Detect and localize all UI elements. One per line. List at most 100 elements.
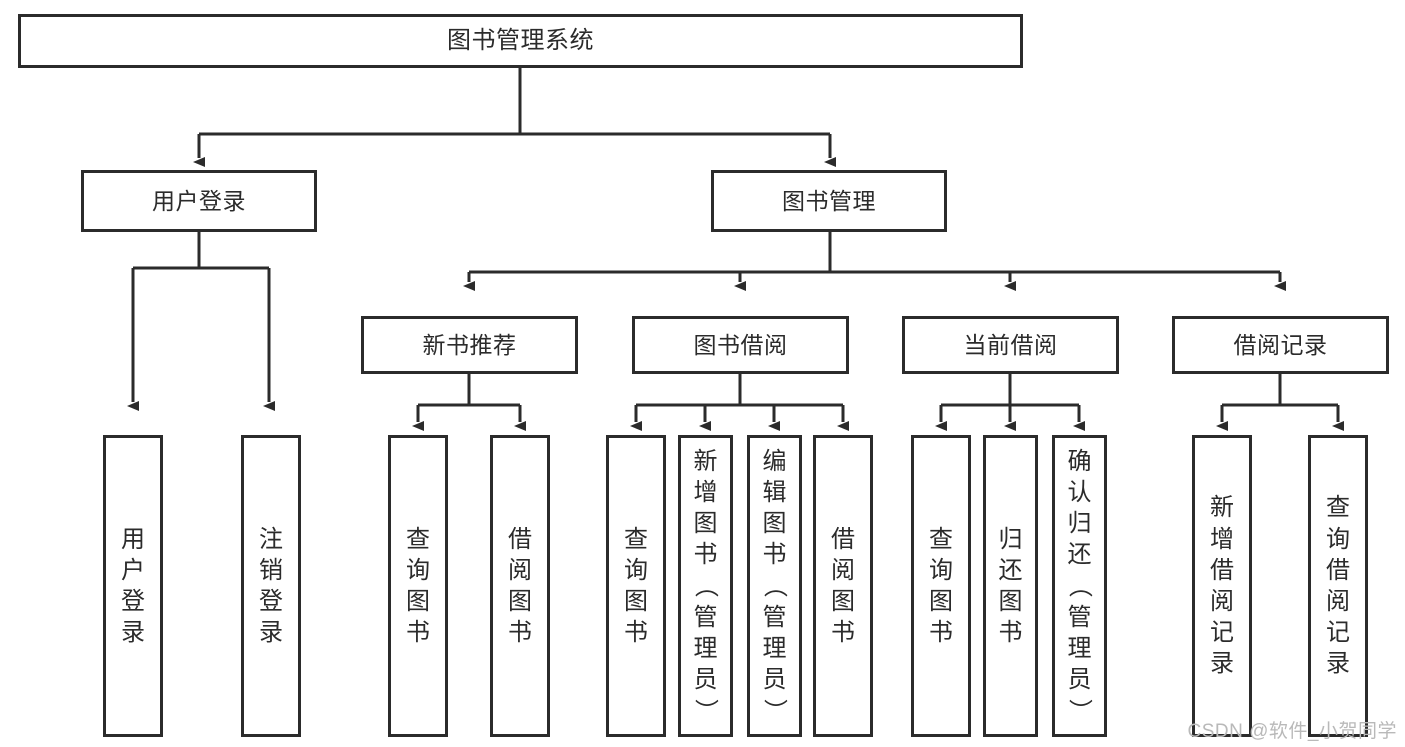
- node-new-book-recommend[interactable]: 新书推荐: [361, 316, 578, 374]
- node-root[interactable]: 图书管理系统: [18, 14, 1023, 68]
- vertical-char: 员: [762, 665, 787, 693]
- vertical-char: 图: [998, 588, 1023, 615]
- node-book-management[interactable]: 图书管理: [711, 170, 947, 232]
- leaf-user-login-label: 用户登录: [106, 524, 160, 649]
- leaf-borrow-book-1[interactable]: 借阅图书: [490, 435, 550, 737]
- vertical-char: 理: [693, 634, 718, 662]
- leaf-confirm-return-admin[interactable]: 确认归还（管理员）: [1052, 435, 1107, 737]
- vertical-char: 阅: [1210, 588, 1234, 615]
- vertical-char: 图: [693, 510, 718, 538]
- vertical-char: 注: [259, 525, 283, 553]
- csdn-watermark: CSDN @软件_小贺同学: [1187, 721, 1397, 742]
- node-user-login[interactable]: 用户登录: [81, 170, 317, 232]
- vertical-char: 登: [121, 588, 145, 615]
- vertical-char: 查: [624, 525, 648, 553]
- leaf-edit-book-admin[interactable]: 编辑图书 （ 管理员 ）: [747, 435, 802, 737]
- vertical-char: 录: [1326, 650, 1350, 678]
- vertical-char: 录: [259, 619, 283, 647]
- node-current-borrow[interactable]: 当前借阅: [902, 316, 1119, 374]
- node-book-borrow[interactable]: 图书借阅: [632, 316, 849, 374]
- leaf-query-book-2-label: 查询图书: [609, 524, 663, 649]
- leaf-borrow-book-2[interactable]: 借阅图书: [813, 435, 873, 737]
- vertical-char: 新: [693, 447, 718, 475]
- vertical-char: 借: [1326, 556, 1350, 584]
- vertical-char: 书: [998, 619, 1023, 647]
- leaf-add-book-admin[interactable]: 新增图书（管理员）: [678, 435, 733, 737]
- leaf-query-book-1[interactable]: 查询图书: [388, 435, 448, 737]
- vertical-char: 录: [1210, 650, 1234, 678]
- vertical-char: 增: [693, 478, 718, 506]
- leaf-add-borrow-record[interactable]: 新增借阅记录: [1192, 435, 1252, 737]
- node-book-management-label: 图书管理: [782, 187, 876, 214]
- vertical-char: 阅: [831, 556, 855, 584]
- vertical-char: 询: [406, 556, 430, 584]
- vertical-char: ）: [692, 698, 720, 723]
- vertical-char: 图: [762, 510, 787, 538]
- leaf-query-book-3-label: 查询图书: [914, 524, 968, 649]
- leaf-query-book-3[interactable]: 查询图书: [911, 435, 971, 737]
- vertical-char: 户: [121, 556, 145, 584]
- leaf-query-borrow-record-label: 查询借阅记录: [1311, 492, 1365, 679]
- node-borrow-records[interactable]: 借阅记录: [1172, 316, 1389, 374]
- vertical-char: 阅: [508, 556, 532, 584]
- vertical-char: 询: [1326, 525, 1350, 553]
- leaf-logout[interactable]: 注销登录: [241, 435, 301, 737]
- leaf-query-borrow-record[interactable]: 查询借阅记录: [1308, 435, 1368, 737]
- vertical-char: 图: [508, 588, 532, 615]
- vertical-char: 借: [508, 525, 532, 553]
- node-book-borrow-label: 图书借阅: [693, 331, 788, 358]
- vertical-char: 图: [406, 588, 430, 615]
- leaf-confirm-return-admin-label: 确认归还（管理员）: [1055, 446, 1104, 727]
- vertical-char: （: [761, 574, 789, 598]
- vertical-char: 编: [762, 447, 787, 475]
- node-user-login-label: 用户登录: [152, 187, 246, 214]
- vertical-char: 借: [1210, 556, 1234, 584]
- vertical-char: 归: [1067, 510, 1092, 538]
- vertical-char: （: [692, 574, 720, 598]
- node-current-borrow-label: 当前借阅: [963, 331, 1058, 358]
- vertical-char: 新: [1210, 494, 1234, 522]
- vertical-char: 书: [831, 619, 855, 647]
- leaf-logout-label: 注销登录: [244, 524, 298, 649]
- vertical-char: 询: [929, 556, 953, 584]
- vertical-char: 确: [1067, 447, 1092, 475]
- vertical-char: ）: [1066, 698, 1094, 723]
- leaf-return-book[interactable]: 归还图书: [983, 435, 1038, 737]
- node-root-label: 图书管理系统: [447, 27, 594, 55]
- vertical-char: 理: [1067, 634, 1092, 662]
- vertical-char: 记: [1210, 619, 1234, 647]
- vertical-char: （: [1066, 574, 1094, 598]
- vertical-char: 询: [624, 556, 648, 584]
- vertical-char: 图: [929, 588, 953, 615]
- vertical-char: 登: [259, 588, 283, 615]
- vertical-char: 书: [406, 619, 430, 647]
- leaf-query-book-2[interactable]: 查询图书: [606, 435, 666, 737]
- vertical-char: 辑: [762, 478, 787, 506]
- vertical-char: 阅: [1326, 588, 1350, 615]
- vertical-char: 认: [1067, 478, 1092, 506]
- vertical-char: 还: [1067, 541, 1092, 569]
- vertical-char: 查: [929, 525, 953, 553]
- vertical-char: 理: [762, 634, 787, 662]
- vertical-char: 管: [1067, 603, 1092, 631]
- leaf-return-book-label: 归还图书: [986, 524, 1035, 649]
- vertical-char: 增: [1210, 525, 1234, 553]
- vertical-char: 书: [762, 541, 787, 569]
- leaf-query-book-1-label: 查询图书: [391, 524, 445, 649]
- leaf-add-book-admin-label: 新增图书（管理员）: [681, 446, 730, 727]
- vertical-char: 员: [693, 665, 718, 693]
- vertical-char: 书: [929, 619, 953, 647]
- leaf-user-login[interactable]: 用户登录: [103, 435, 163, 737]
- vertical-char: 查: [406, 525, 430, 553]
- vertical-char: 归: [998, 525, 1023, 553]
- vertical-char: ）: [761, 698, 789, 723]
- vertical-char: 借: [831, 525, 855, 553]
- leaf-edit-book-admin-label: 编辑图书 （ 管理员 ）: [750, 446, 799, 727]
- node-new-book-recommend-label: 新书推荐: [422, 331, 517, 358]
- leaf-borrow-book-2-label: 借阅图书: [816, 524, 870, 649]
- vertical-char: 管: [762, 603, 787, 631]
- vertical-char: 还: [998, 556, 1023, 584]
- vertical-char: 销: [259, 556, 283, 584]
- vertical-char: 书: [624, 619, 648, 647]
